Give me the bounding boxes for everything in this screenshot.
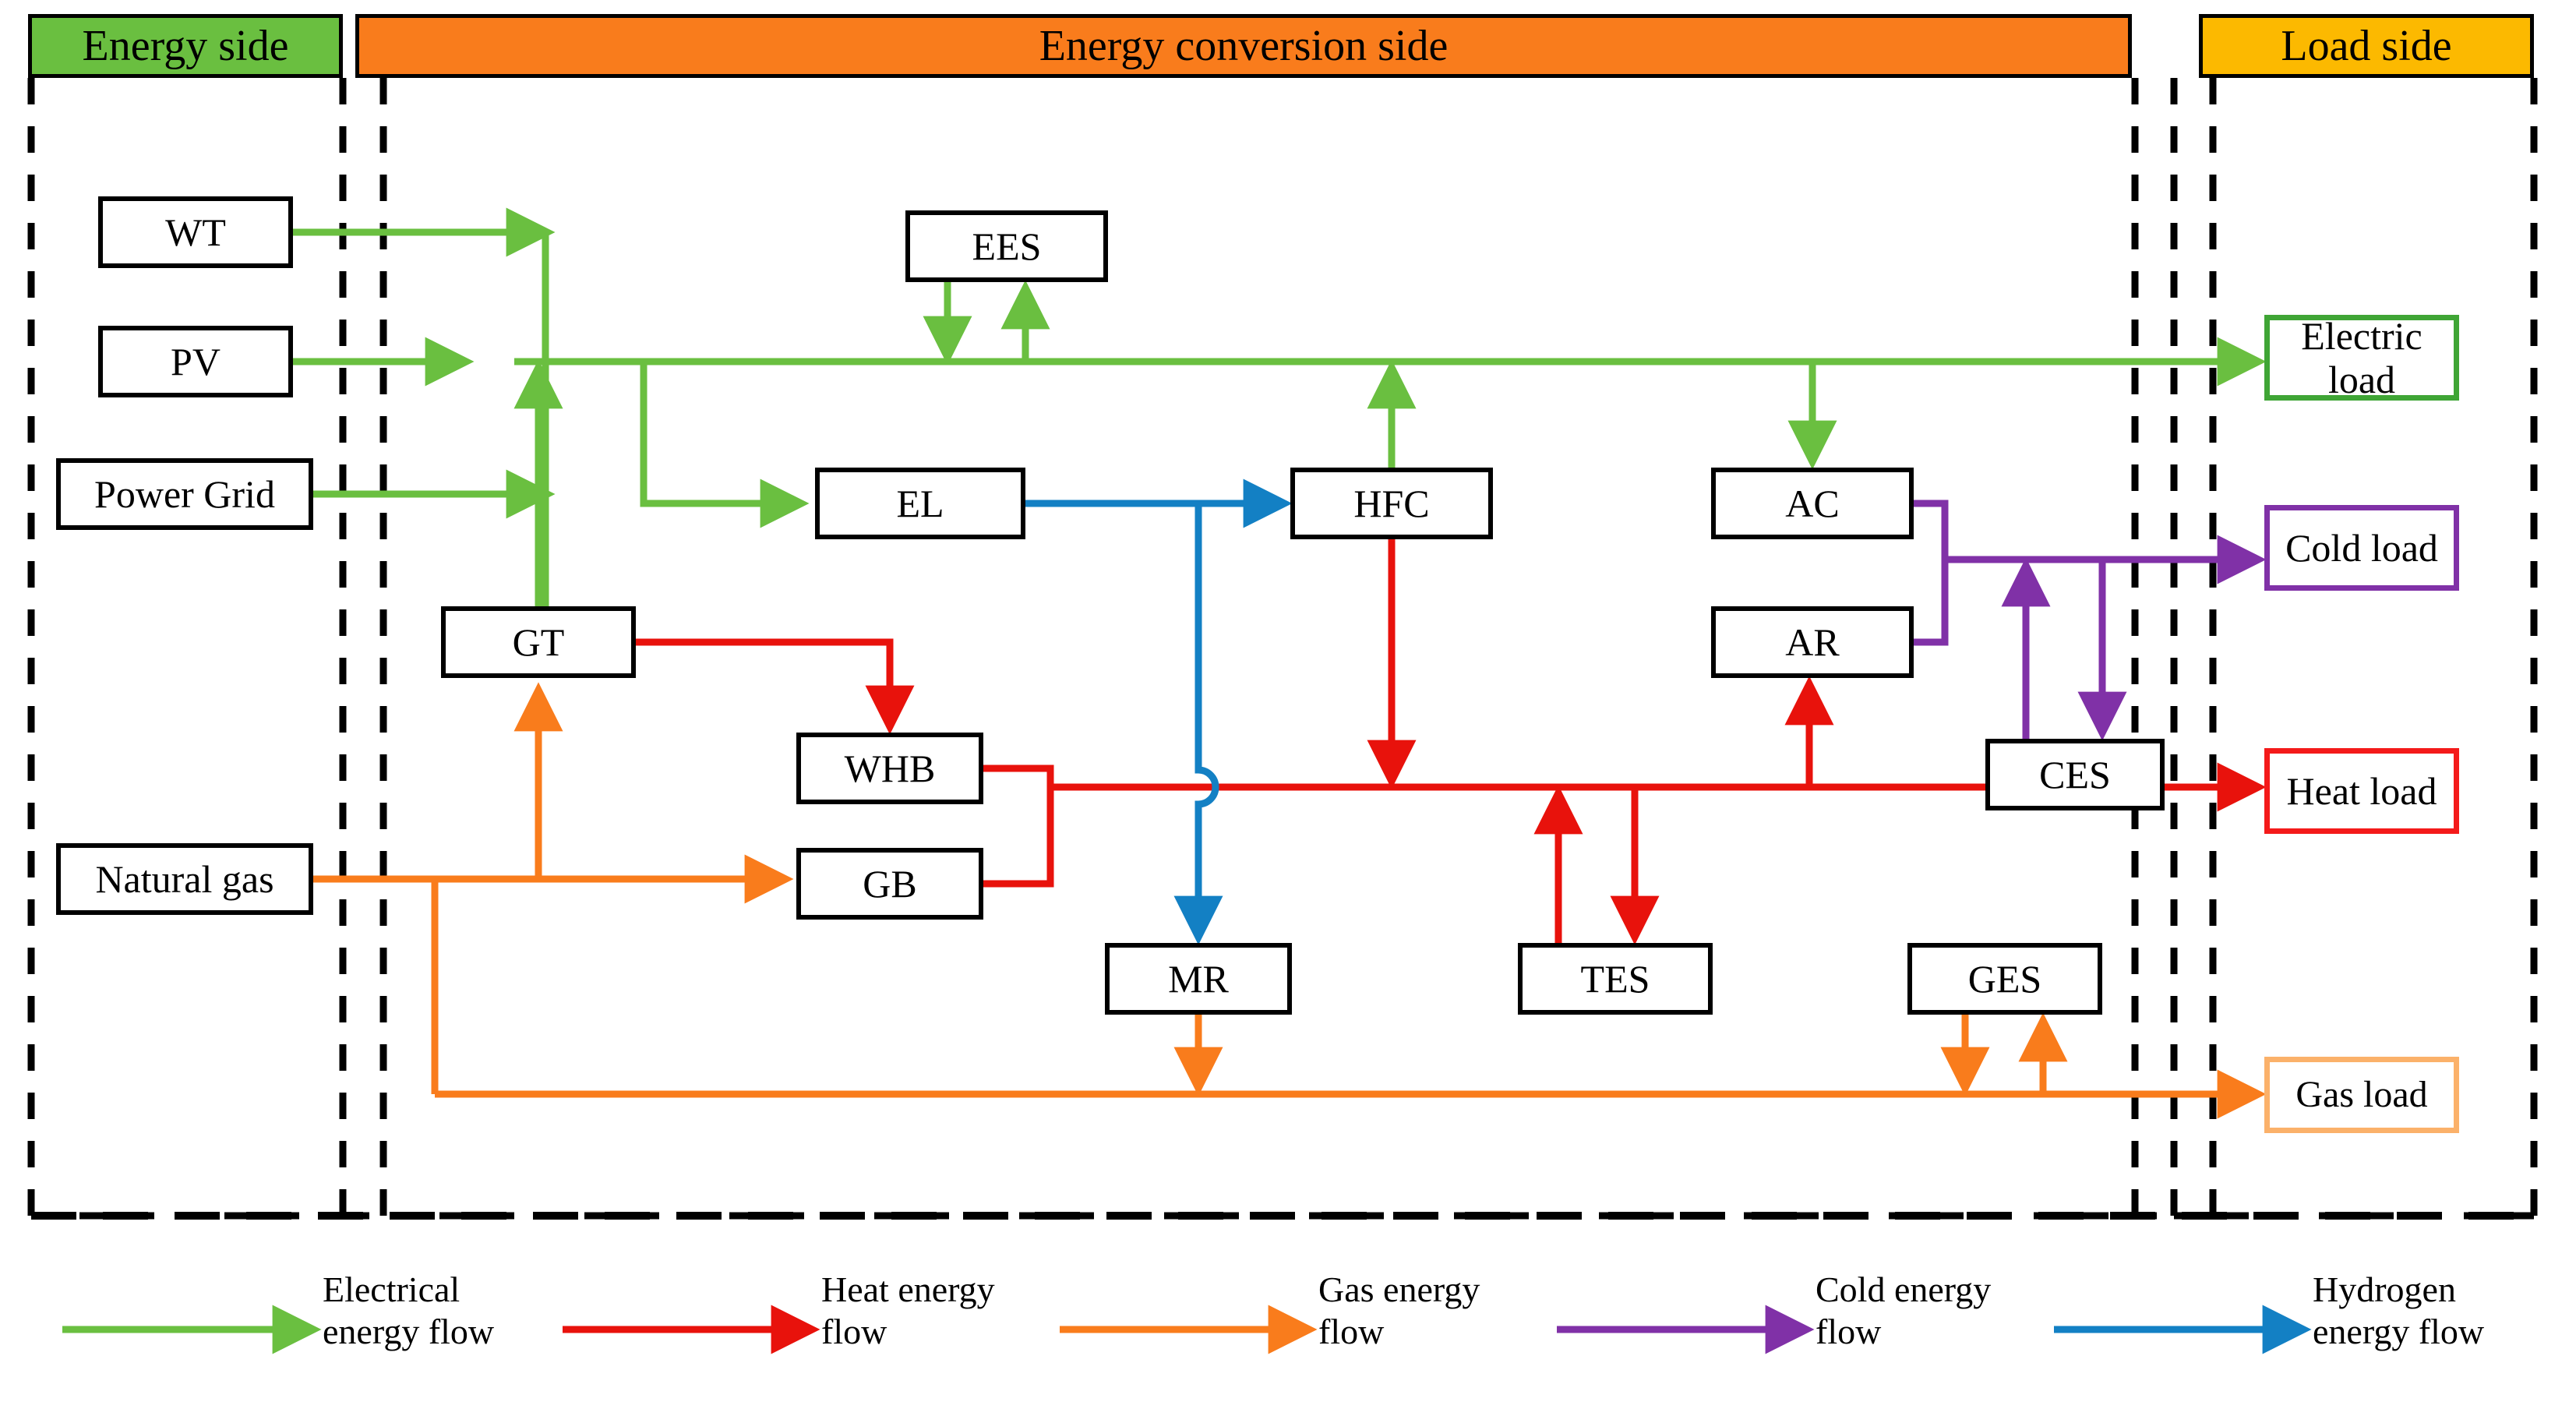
box-power-grid[interactable]: Power Grid <box>56 458 313 530</box>
box-electric-load[interactable]: Electric load <box>2264 314 2459 401</box>
box-gt[interactable]: GT <box>441 606 636 678</box>
box-gas-load[interactable]: Gas load <box>2264 1057 2459 1133</box>
box-ces[interactable]: CES <box>1985 739 2165 810</box>
legend-label-electrical: Electrical energy flow <box>323 1269 495 1352</box>
box-wt[interactable]: WT <box>98 196 293 268</box>
hydrogen-flows <box>1025 478 1293 945</box>
legend-label-cold: Cold energy flow <box>1816 1269 1992 1352</box>
box-tes[interactable]: TES <box>1518 943 1713 1015</box>
box-cold-load[interactable]: Cold load <box>2264 505 2459 591</box>
box-mr[interactable]: MR <box>1105 943 1292 1015</box>
region-boundaries <box>27 78 2538 1220</box>
box-natural-gas[interactable]: Natural gas <box>56 843 313 915</box>
legend-label-hydrogen: Hydrogen energy flow <box>2313 1269 2485 1352</box>
electrical-flows <box>293 207 2267 649</box>
band-load-side: Load side <box>2199 14 2534 78</box>
cold-flows <box>1914 500 2267 741</box>
box-hfc[interactable]: HFC <box>1290 468 1493 539</box>
band-energy-conversion-side: Energy conversion side <box>355 14 2132 78</box>
box-el[interactable]: EL <box>815 468 1025 539</box>
box-gb[interactable]: GB <box>796 848 983 920</box>
box-pv[interactable]: PV <box>98 326 293 397</box>
box-whb[interactable]: WHB <box>796 733 983 804</box>
box-ees[interactable]: EES <box>905 210 1108 282</box>
box-ar[interactable]: AR <box>1711 606 1914 678</box>
gas-flows <box>313 682 2267 1119</box>
band-energy-side: Energy side <box>28 14 343 78</box>
box-ac[interactable]: AC <box>1711 468 1914 539</box>
box-ges[interactable]: GES <box>1907 943 2102 1015</box>
box-heat-load[interactable]: Heat load <box>2264 748 2459 834</box>
legend-label-heat: Heat energy flow <box>821 1269 995 1352</box>
legend-label-gas: Gas energy flow <box>1318 1269 1480 1352</box>
